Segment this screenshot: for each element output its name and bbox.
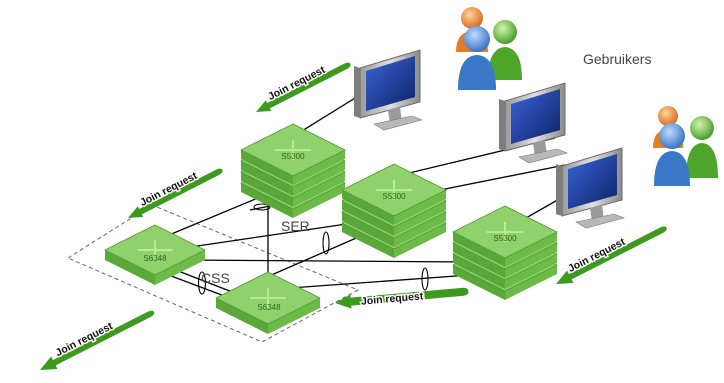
monitor-icon xyxy=(499,82,568,164)
join-request-arrow-bottom-left: Join request xyxy=(40,310,155,370)
s5300-switch-stack-b xyxy=(341,163,447,258)
ser-label: SER xyxy=(281,218,310,234)
s6348-switch-a xyxy=(104,224,206,285)
s6348-switch-b xyxy=(215,271,321,334)
monitor-icon xyxy=(556,147,625,229)
users-label: Gebruikers xyxy=(583,51,651,67)
switch-label-s5300-b: S5300 xyxy=(382,192,406,201)
css-label: CSS xyxy=(201,270,230,286)
css-cluster-boundary xyxy=(66,204,360,343)
s5300-switch-stack-a xyxy=(240,123,346,218)
users-icon xyxy=(653,106,718,186)
s5300-switch-stack-c xyxy=(452,205,558,300)
join-request-arrow-right-middle: Join request xyxy=(335,287,469,309)
join-request-label: Join request xyxy=(360,290,424,307)
monitor-icon xyxy=(354,49,423,131)
join-request-arrow-right: Join request xyxy=(556,226,667,284)
switch-label-s6348-b: S6348 xyxy=(257,303,281,312)
users-icon xyxy=(456,7,522,90)
aggregation-markers xyxy=(197,203,429,295)
switch-label-s6348-a: S6348 xyxy=(143,254,167,263)
join-request-arrow-top: Join request xyxy=(256,62,351,112)
switch-label-s5300-c: S5300 xyxy=(493,234,517,243)
switch-label-s5300-a: S5300 xyxy=(281,152,305,161)
